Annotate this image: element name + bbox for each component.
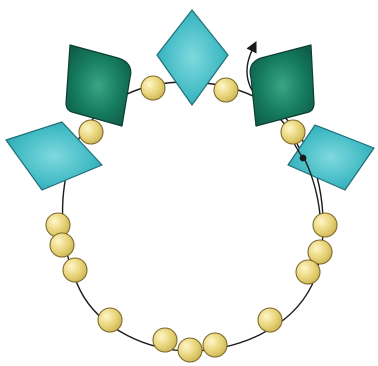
seed-bead [313, 213, 337, 237]
seed-bead [178, 338, 202, 362]
kite-bead-upper-right [250, 45, 314, 126]
thread-start-dot [300, 155, 307, 162]
seed-bead [214, 78, 238, 102]
seed-bead [281, 120, 305, 144]
seed-bead [153, 328, 177, 352]
seed-beads [46, 76, 337, 362]
seed-bead [63, 258, 87, 282]
seed-bead [203, 333, 227, 357]
seed-bead [98, 308, 122, 332]
seed-bead [141, 76, 165, 100]
seed-bead [258, 308, 282, 332]
seed-bead [79, 120, 103, 144]
seed-bead [50, 233, 74, 257]
seed-bead [296, 260, 320, 284]
kite-bead-upper-left [66, 45, 131, 126]
